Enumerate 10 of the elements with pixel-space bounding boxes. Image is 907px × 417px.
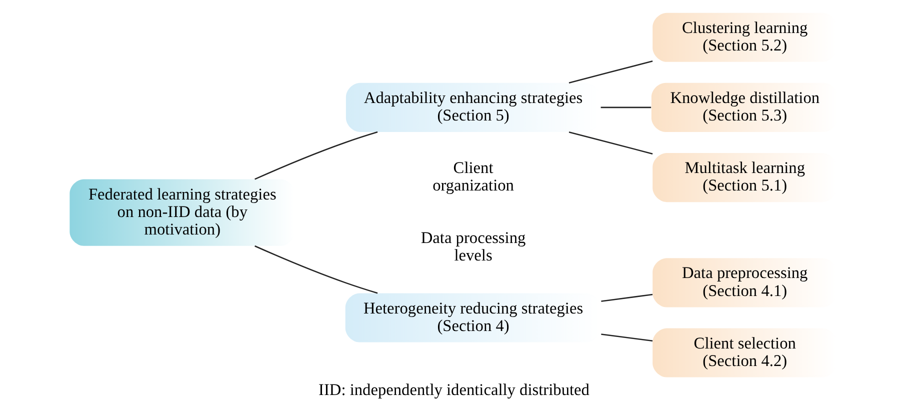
caption: IID: independently identically distributed [318, 380, 589, 400]
label: Data processing levels [420, 228, 526, 265]
connector [600, 106, 651, 108]
connector [568, 60, 652, 84]
connector [600, 334, 652, 342]
connector [600, 294, 652, 302]
connector [568, 131, 652, 154]
connector [254, 131, 378, 180]
label: Client organization [432, 158, 514, 195]
connector [254, 245, 378, 294]
